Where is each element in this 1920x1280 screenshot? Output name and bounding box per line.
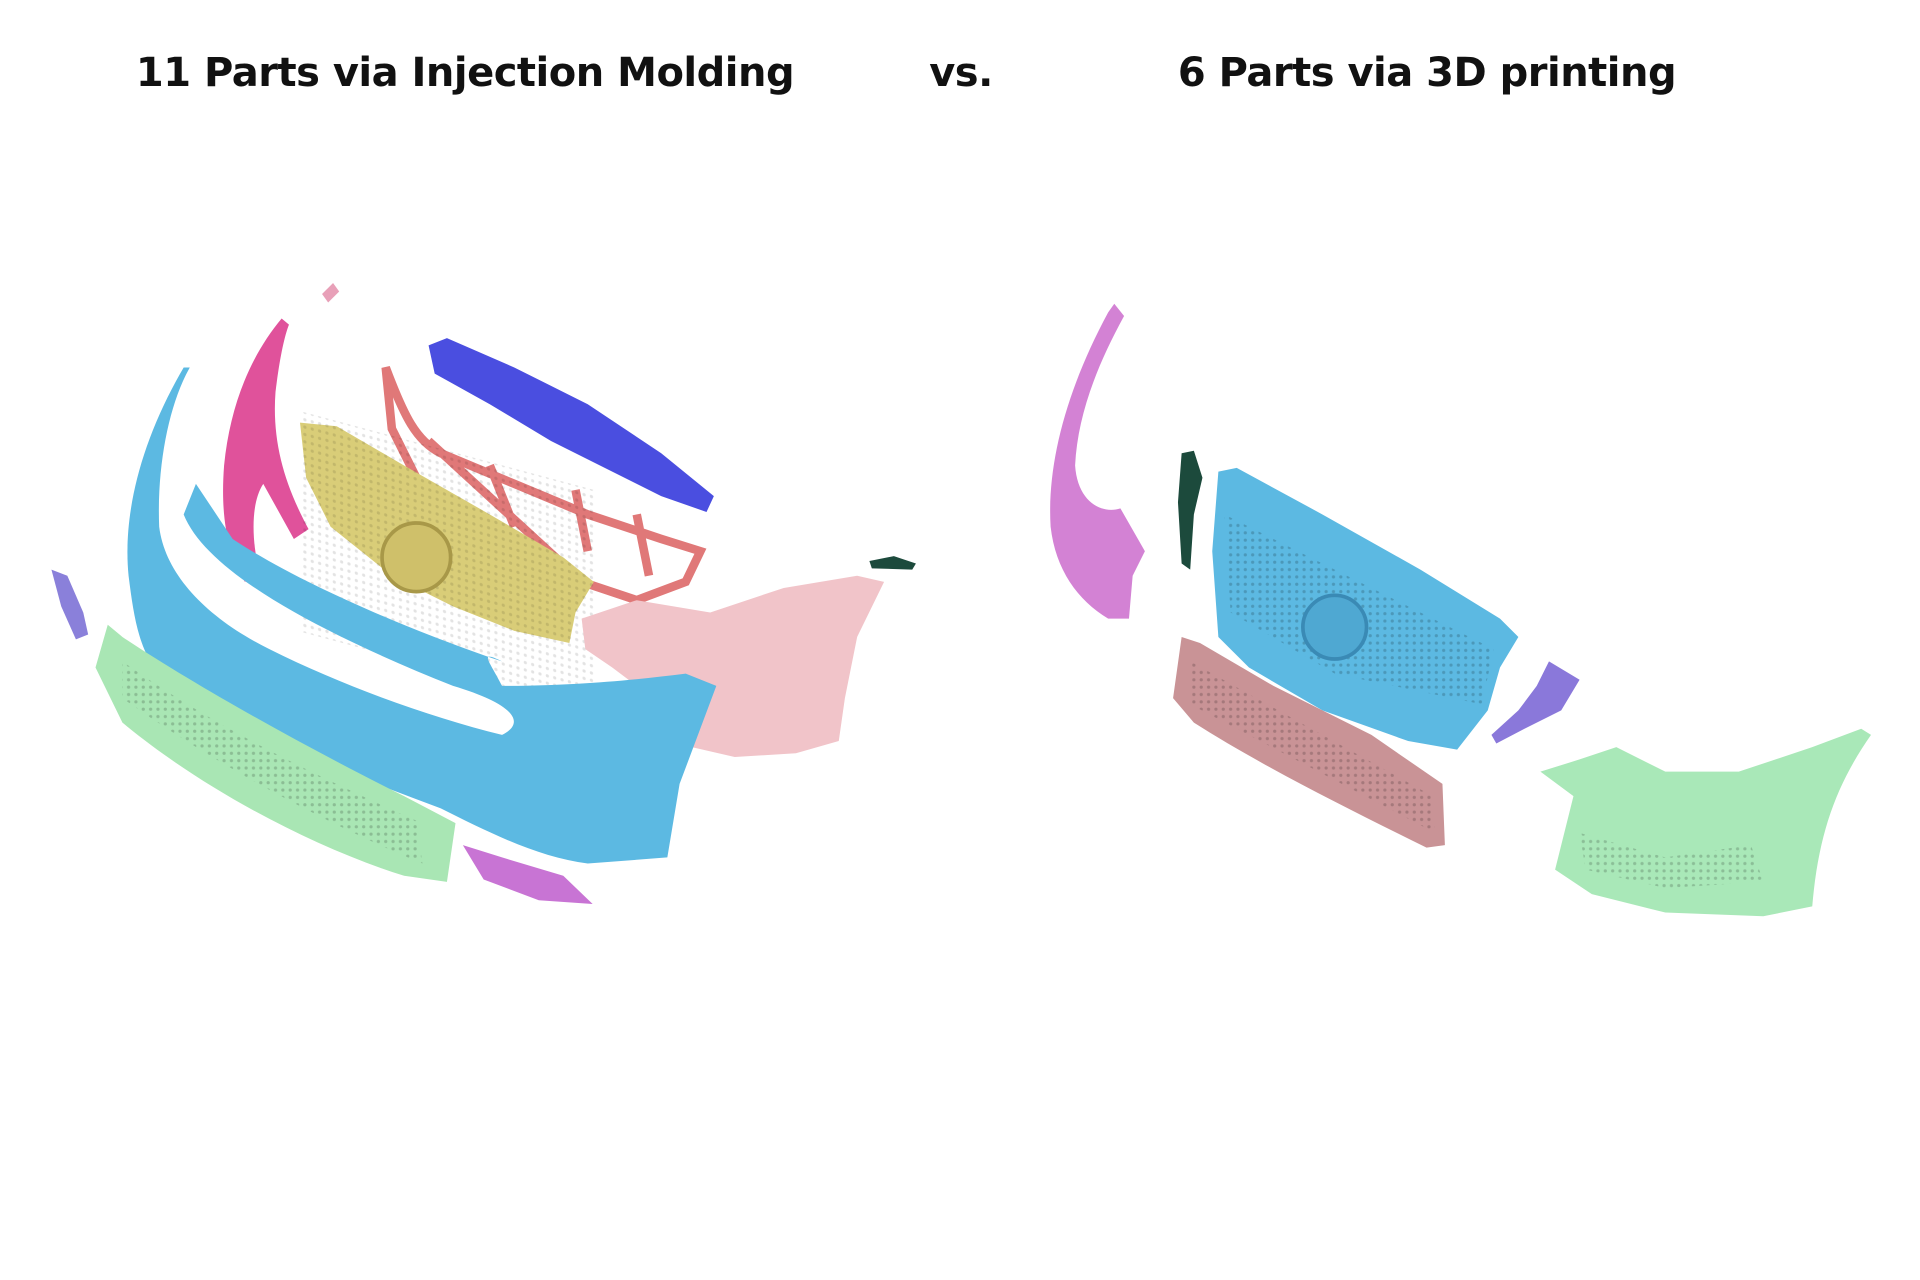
small-left-clip-part [51, 569, 89, 640]
printed-purple-clip-part [1491, 661, 1580, 744]
printed-bumper-corner-part [1540, 728, 1872, 917]
3d-printing-assembly [1050, 303, 1872, 917]
printed-lower-grille-mesh [1190, 661, 1436, 833]
emblem-part [380, 521, 453, 594]
injection-molding-title: 11 Parts via Injection Molding [135, 50, 795, 96]
upper-strip-part [428, 338, 714, 512]
fog-lamp-cover-part [462, 845, 593, 904]
versus-label: vs. [929, 50, 993, 96]
printed-bumper-mesh [1579, 832, 1764, 889]
printed-emblem [1301, 593, 1369, 661]
printed-clip-part [1177, 450, 1203, 570]
lower-grille-mesh [122, 661, 423, 864]
3d-printing-title: 6 Parts via 3D printing [1177, 50, 1677, 96]
tiny-clip-part [322, 282, 340, 303]
rear-bracket-part [581, 575, 885, 757]
injection-molding-assembly [51, 282, 916, 904]
small-right-clip-part [869, 556, 916, 570]
left-side-bracket-part [223, 318, 309, 582]
printed-side-bracket-part [1050, 303, 1145, 619]
